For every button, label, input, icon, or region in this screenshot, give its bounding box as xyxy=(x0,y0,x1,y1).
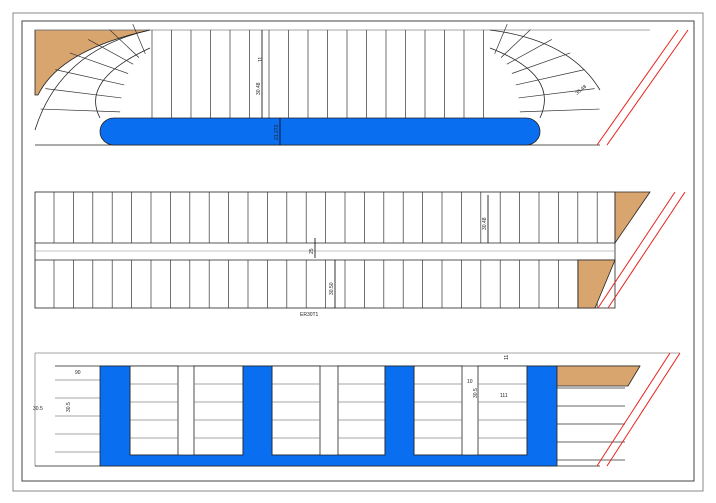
stair-outline xyxy=(34,191,616,309)
dim-name-label: ER30T1 xyxy=(300,312,319,318)
fan-tread-left xyxy=(132,24,146,54)
section-1-curved-stair: 30.48 11 21.273 30.48 xyxy=(34,24,689,146)
dim-gap-label: 10 xyxy=(467,379,473,385)
dim-left-label: 30.5 xyxy=(33,406,43,412)
section-2-straight-stair: 30.48 25 30.50 ER30T1 xyxy=(34,191,686,318)
stair-block xyxy=(271,365,321,456)
fan-tread-left xyxy=(109,29,140,58)
dim-inner-label: 30.5 xyxy=(473,388,479,398)
dim-bottom-label: 30.50 xyxy=(329,282,335,295)
pool-band xyxy=(99,117,541,146)
red-cut-line-2a xyxy=(597,191,676,309)
fan-tread-right xyxy=(518,88,595,99)
dim-top-label: 11 xyxy=(504,355,510,360)
fan-tread-left xyxy=(69,52,129,74)
stair-block xyxy=(337,365,386,456)
fan-tread-right xyxy=(519,108,600,113)
dim-curve-label: 30.48 xyxy=(574,84,588,97)
dim-span-label: 111 xyxy=(500,393,508,399)
fan-tread-left xyxy=(45,88,122,99)
ground-fill-top xyxy=(614,191,651,245)
ground-fill-bottom xyxy=(577,259,616,309)
fan-tread-left xyxy=(55,69,125,86)
dim-width-label: 90 xyxy=(75,370,81,376)
section-3-plan: 90 30.5 30.5 11 10 30.5 111 xyxy=(33,352,681,467)
ground-fill-right xyxy=(556,365,641,387)
stair-block xyxy=(129,365,179,456)
dim-landing-label: 25 xyxy=(309,248,315,254)
dim-band-label: 21.273 xyxy=(274,124,280,140)
dim-rise-label: 30.48 xyxy=(256,82,262,95)
red-cut-line-2b xyxy=(607,191,686,309)
ground-fill-left xyxy=(34,29,151,96)
inner-curve-right xyxy=(489,47,545,119)
dim-tread-label: 11 xyxy=(258,57,264,62)
red-cut-line-3b xyxy=(606,352,681,467)
red-cut-line-3a xyxy=(596,352,671,467)
outer-curve-right xyxy=(489,29,601,91)
outer-border xyxy=(12,12,704,492)
fan-tread-left xyxy=(40,108,121,113)
stair-block xyxy=(477,365,528,456)
fan-tread-right xyxy=(506,39,552,65)
fan-tread-right xyxy=(494,24,508,54)
fan-tread-right xyxy=(515,69,585,86)
stair-block xyxy=(413,365,463,456)
dim-side-label: 30.5 xyxy=(66,402,72,412)
dim-top-label: 30.48 xyxy=(482,217,488,230)
stair-block xyxy=(193,365,244,456)
red-cut-line-1a xyxy=(596,29,679,146)
red-cut-line-1b xyxy=(606,29,689,146)
fan-tread-right xyxy=(511,52,571,74)
inner-border xyxy=(21,20,695,482)
pool-channel xyxy=(99,365,558,467)
fan-tread-left xyxy=(88,39,134,65)
outer-curve-left xyxy=(34,29,151,131)
fan-tread-right xyxy=(500,29,531,58)
